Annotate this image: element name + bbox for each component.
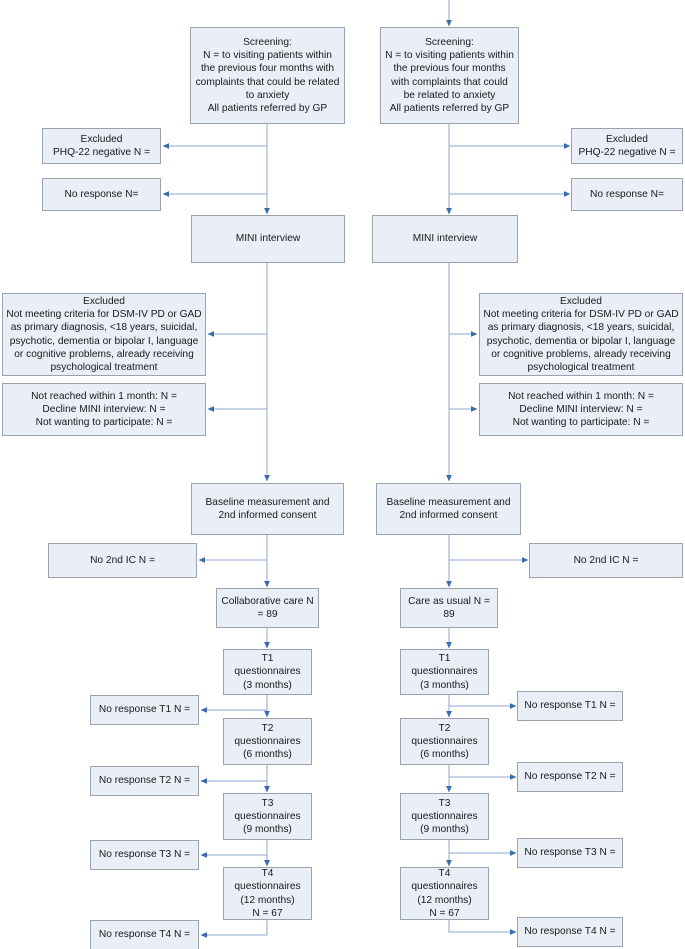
node-excluded-phq-right: Excluded PHQ-22 negative N = — [571, 128, 683, 164]
node-no-response-right: No response N= — [571, 178, 683, 211]
node-t3-questionnaires-right: T3 questionnaires (9 months) — [400, 793, 489, 840]
node-mini-interview-left: MINI interview — [191, 215, 345, 263]
node-t2-questionnaires-right: T2 questionnaires (6 months) — [400, 718, 489, 765]
node-excluded-criteria-right: Excluded Not meeting criteria for DSM-IV… — [479, 293, 683, 376]
node-no-response-t3-left: No response T3 N = — [90, 840, 199, 870]
node-no-response-t3-right: No response T3 N = — [517, 838, 623, 868]
node-t4-questionnaires-left: T4 questionnaires (12 months) N = 67 — [223, 867, 312, 920]
node-mini-interview-right: MINI interview — [372, 215, 518, 263]
node-t1-questionnaires-left: T1 questionnaires (3 months) — [223, 649, 312, 695]
node-no-response-t2-left: No response T2 N = — [90, 766, 199, 796]
node-excluded-phq-left: Excluded PHQ-22 negative N = — [42, 128, 161, 164]
node-no-response-t1-right: No response T1 N = — [517, 691, 623, 721]
node-screening-left: Screening: N = to visiting patients with… — [190, 27, 345, 124]
node-no-response-t4-left: No response T4 N = — [90, 920, 199, 949]
node-no-response-left: No response N= — [42, 178, 161, 211]
node-no-response-t4-right: No response T4 N = — [517, 917, 623, 947]
node-t1-questionnaires-right: T1 questionnaires (3 months) — [400, 649, 489, 695]
node-t4-questionnaires-right: T4 questionnaires (12 months) N = 67 — [400, 867, 489, 920]
node-excluded-criteria-left: Excluded Not meeting criteria for DSM-IV… — [2, 293, 206, 376]
node-no-2nd-ic-left: No 2nd IC N = — [48, 543, 197, 578]
node-no-2nd-ic-right: No 2nd IC N = — [529, 543, 683, 578]
node-t2-questionnaires-left: T2 questionnaires (6 months) — [223, 718, 312, 765]
node-t3-questionnaires-left: T3 questionnaires (9 months) — [223, 793, 312, 840]
node-not-reached-right: Not reached within 1 month: N = Decline … — [479, 383, 683, 436]
node-allocation-care-as-usual: Care as usual N = 89 — [400, 588, 498, 628]
node-baseline-right: Baseline measurement and 2nd informed co… — [376, 483, 521, 535]
node-screening-right: Screening: N = to visiting patients with… — [380, 27, 519, 124]
node-baseline-left: Baseline measurement and 2nd informed co… — [191, 483, 344, 535]
node-not-reached-left: Not reached within 1 month: N = Decline … — [2, 383, 206, 436]
node-no-response-t1-left: No response T1 N = — [90, 695, 199, 725]
node-allocation-collaborative-care: Collaborative care N = 89 — [216, 588, 319, 628]
node-no-response-t2-right: No response T2 N = — [517, 762, 623, 792]
